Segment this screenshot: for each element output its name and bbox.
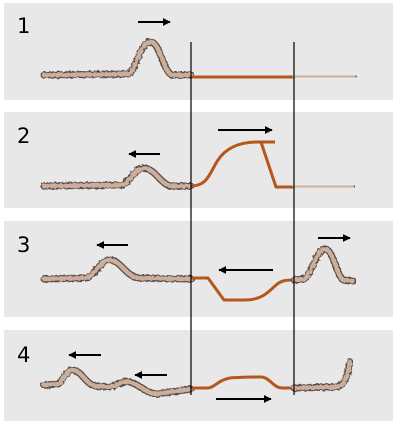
panel-3-left-rope [40,256,195,283]
panel-4-left-rope [40,366,195,398]
panel-1-number: 1 [17,14,30,38]
panel-2-number: 2 [17,124,30,148]
panel-4-right-rope [290,358,354,392]
panel-4-wire [191,375,294,390]
panel-2-background [4,112,393,208]
panel-3-wire [191,276,295,302]
panel-1-right-rope [290,72,358,81]
panel-2-wire [190,140,294,189]
panel-1-left-rope [40,38,195,79]
panel-3-number: 3 [17,233,30,257]
panel-2-right-rope [290,182,356,191]
panel-3-right-rope [290,245,357,285]
panel-2-left-rope [40,164,195,190]
panel-1-background [4,3,393,100]
panel-4-number: 4 [17,343,30,367]
